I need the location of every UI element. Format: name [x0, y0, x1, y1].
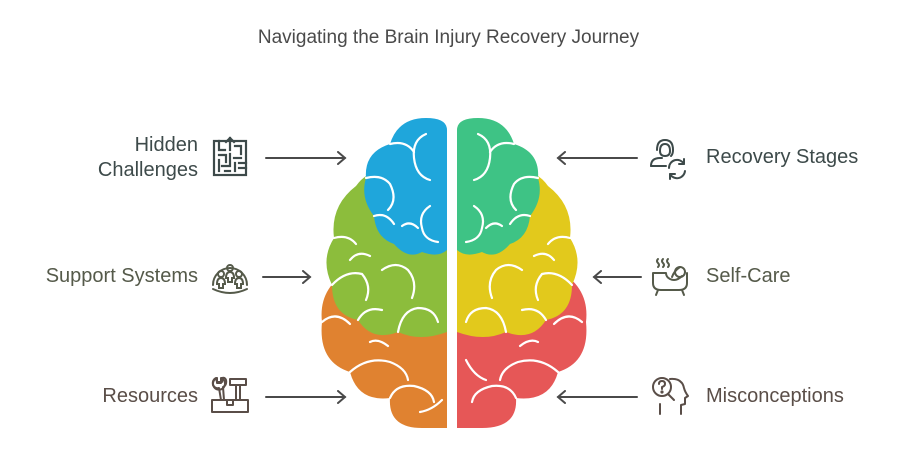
label-recovery-stages: Recovery Stages — [706, 146, 859, 168]
diagram-title: Navigating the Brain Injury Recovery Jou… — [257, 27, 640, 48]
label-hidden-challenges: Hidden Challenges — [60, 133, 198, 183]
arrow-right — [262, 270, 312, 284]
arrow-right — [265, 390, 347, 404]
label-self-care: Self-Care — [706, 265, 791, 287]
maze-icon — [208, 136, 252, 180]
arrow-left — [556, 151, 638, 165]
brain-region-teal — [457, 118, 540, 255]
label-misconceptions: Misconceptions — [706, 385, 844, 407]
head-question-icon — [648, 374, 692, 418]
arrow-left — [556, 390, 638, 404]
arrow-right — [265, 151, 347, 165]
community-dome-icon — [208, 255, 252, 299]
label-line: Hidden — [134, 134, 198, 156]
brain-region-blue — [364, 118, 447, 255]
label-support-systems: Support Systems — [45, 265, 198, 287]
person-cycle-icon — [648, 136, 692, 180]
brain-diagram — [310, 110, 600, 435]
label-resources: Resources — [102, 385, 198, 407]
bathtub-icon — [648, 255, 692, 299]
label-line: Challenges — [97, 159, 198, 181]
arrow-left — [592, 270, 642, 284]
toolbox-icon — [208, 374, 252, 418]
